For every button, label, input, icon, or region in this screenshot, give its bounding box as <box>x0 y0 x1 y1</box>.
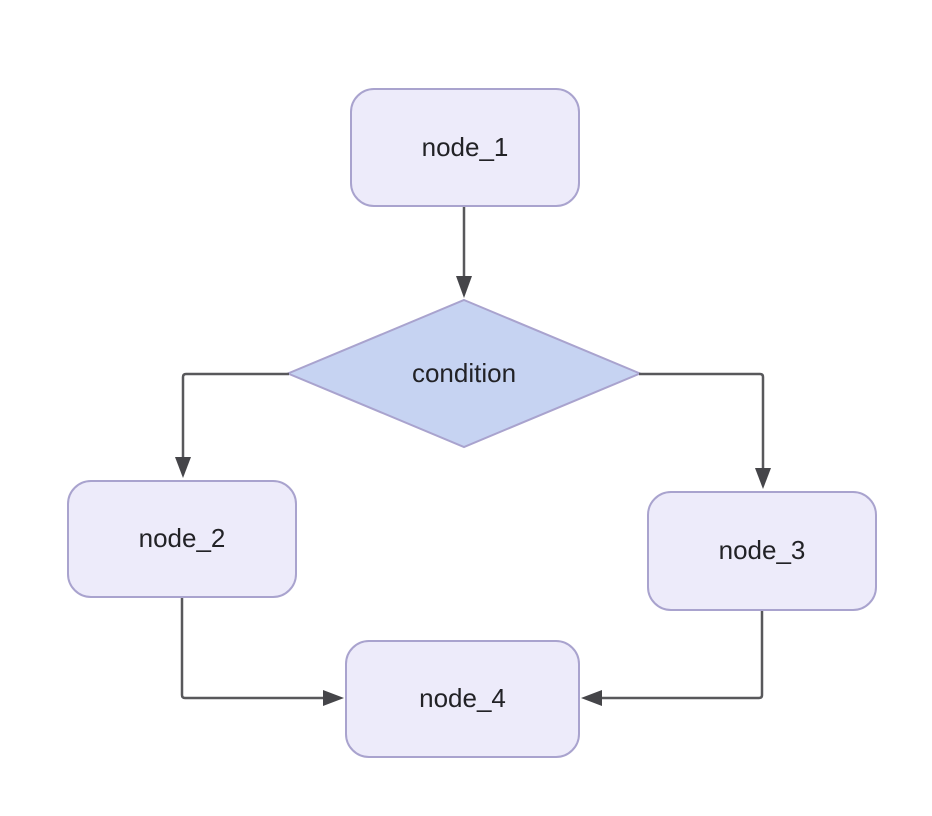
edge-condition-node2 <box>181 372 289 459</box>
arrowhead-node3-node4 <box>581 690 602 706</box>
node-node-1-label: node_1 <box>421 131 509 162</box>
node-node-2-label: node_2 <box>138 523 226 554</box>
node-node-4: node_4 <box>345 640 580 758</box>
arrowhead-condition-node3 <box>755 468 771 489</box>
arrowhead-condition-node2 <box>175 457 191 478</box>
condition-diamond-shape <box>285 298 643 449</box>
edge-condition-node3 <box>639 372 765 470</box>
edge-node2-node4 <box>180 598 325 700</box>
node-node-2: node_2 <box>67 480 297 598</box>
node-node-3-label: node_3 <box>718 535 806 566</box>
node-node-3: node_3 <box>647 491 877 611</box>
arrowhead-node1-condition <box>456 276 472 298</box>
edge-node3-node4 <box>600 611 764 700</box>
arrowhead-node2-node4 <box>323 690 344 706</box>
node-node-1: node_1 <box>350 88 580 207</box>
node-node-4-label: node_4 <box>419 683 506 714</box>
